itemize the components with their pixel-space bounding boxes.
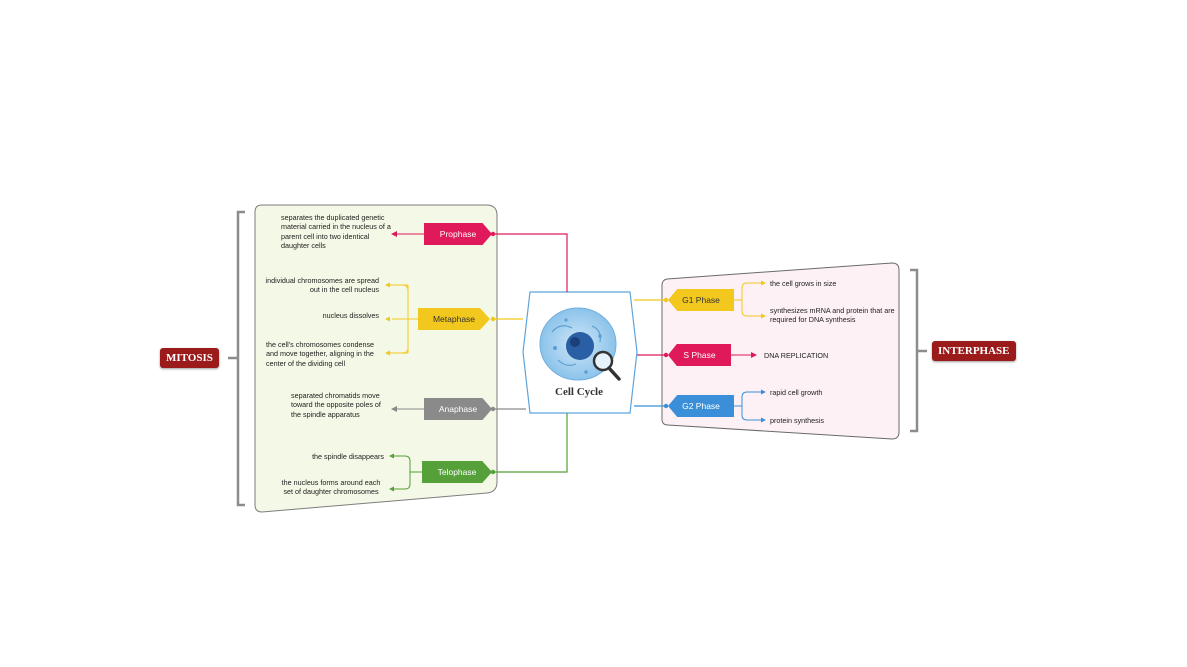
interphase-bracket: [910, 268, 927, 433]
prophase-tag[interactable]: Prophase: [424, 223, 492, 245]
mitosis-panel: [254, 204, 498, 513]
metaphase-note-3: the cell's chromosomes condense and move…: [266, 340, 375, 368]
telophase-tag[interactable]: Telophase: [422, 461, 492, 483]
s-phase-note: DNA REPLICATION: [764, 351, 829, 360]
telophase-note-2: the nucleus forms around each set of dau…: [281, 478, 381, 497]
metaphase-note-2: nucleus dissolves: [322, 311, 379, 320]
g2-note-2: protein synthesis: [770, 416, 824, 425]
g2-phase-tag[interactable]: G2 Phase: [668, 395, 734, 417]
g1-note-1: the cell grows in size: [770, 279, 837, 288]
metaphase-note-1: individual chromosomes are spread out in…: [265, 276, 379, 295]
anaphase-note: separated chromatids move toward the opp…: [291, 391, 381, 419]
cell-magnifier-icon: [539, 307, 621, 381]
mitosis-bracket: [228, 210, 245, 507]
center-title: Cell Cycle: [555, 386, 603, 398]
interphase-badge: INTERPHASE: [932, 341, 1016, 361]
prophase-note: separates the duplicated genetic materia…: [281, 213, 391, 251]
telophase-note-1: the spindle disappears: [312, 452, 384, 461]
metaphase-tag[interactable]: Metaphase: [418, 308, 490, 330]
s-phase-tag[interactable]: S Phase: [668, 344, 731, 366]
connector-telophase: [493, 413, 568, 473]
mitosis-badge: MITOSIS: [160, 348, 219, 368]
g2-note-1: rapid cell growth: [770, 388, 823, 397]
g1-phase-tag[interactable]: G1 Phase: [668, 289, 734, 311]
connector-prophase: [493, 233, 568, 292]
g1-note-2: synthesizes mRNA and protein that are re…: [770, 306, 895, 325]
anaphase-tag[interactable]: Anaphase: [424, 398, 492, 420]
